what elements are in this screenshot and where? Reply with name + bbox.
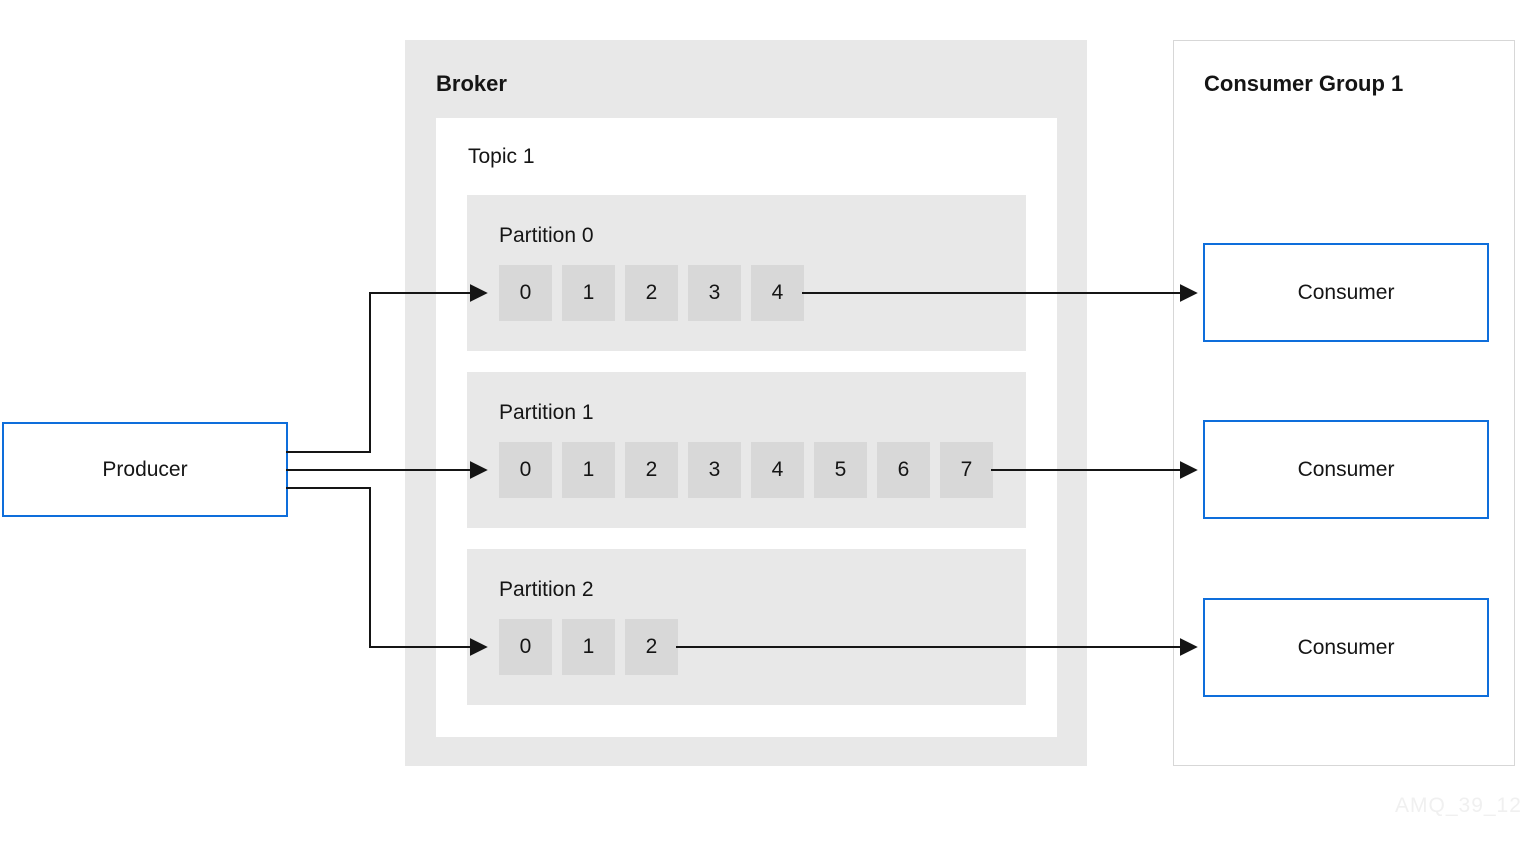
message-cell: 0 xyxy=(499,265,552,321)
partition-label-0: Partition 0 xyxy=(499,224,594,247)
consumer-label: Consumer xyxy=(1297,635,1395,659)
message-cell: 4 xyxy=(751,442,804,498)
message-cell: 1 xyxy=(562,265,615,321)
consumer-label: Consumer xyxy=(1297,280,1395,304)
consumer-box-2: Consumer xyxy=(1203,420,1489,519)
message-cell: 2 xyxy=(625,265,678,321)
message-cell: 1 xyxy=(562,442,615,498)
consumer-group-label: Consumer Group 1 xyxy=(1204,71,1404,96)
partition-label-1: Partition 1 xyxy=(499,401,594,424)
message-cell: 4 xyxy=(751,265,804,321)
message-cell: 2 xyxy=(625,442,678,498)
watermark-text: AMQ_39_1219 xyxy=(1395,794,1520,817)
message-cell: 6 xyxy=(877,442,930,498)
consumer-box-3: Consumer xyxy=(1203,598,1489,697)
consumer-box-1: Consumer xyxy=(1203,243,1489,342)
topic-label: Topic 1 xyxy=(468,145,535,168)
message-cell: 3 xyxy=(688,442,741,498)
consumer-label: Consumer xyxy=(1297,457,1395,481)
partition-label-2: Partition 2 xyxy=(499,578,594,601)
producer-box: Producer xyxy=(2,422,288,517)
producer-label: Producer xyxy=(102,457,188,481)
broker-label: Broker xyxy=(436,71,507,96)
message-cell: 7 xyxy=(940,442,993,498)
message-cell: 3 xyxy=(688,265,741,321)
message-cell: 2 xyxy=(625,619,678,675)
message-cell: 5 xyxy=(814,442,867,498)
message-cell: 0 xyxy=(499,442,552,498)
message-cell: 0 xyxy=(499,619,552,675)
message-cell: 1 xyxy=(562,619,615,675)
